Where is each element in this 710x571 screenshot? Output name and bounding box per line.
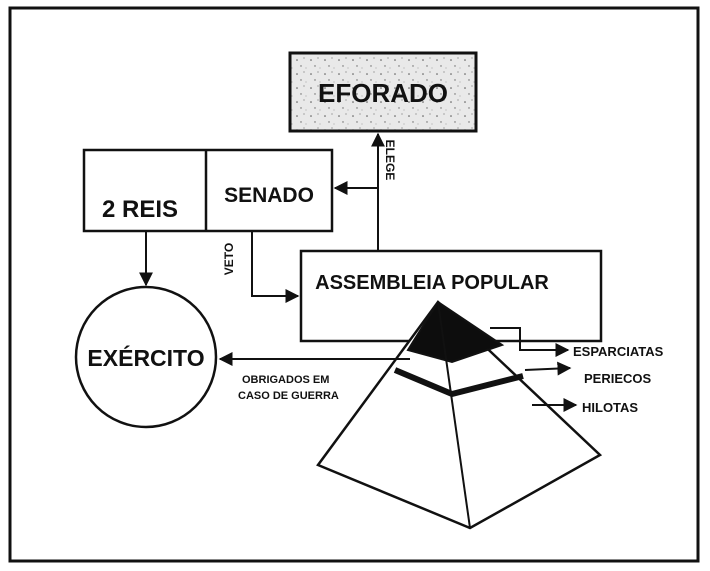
pyramid-band-periecos	[393, 367, 524, 398]
eforado-box: EFORADO	[288, 51, 478, 133]
arrow-periecos	[524, 361, 572, 376]
reis-label: 2 REIS	[102, 196, 178, 223]
esparciatas-label: ESPARCIATAS	[573, 344, 664, 359]
pyramid-front-edge	[437, 301, 471, 529]
hilotas-label: HILOTAS	[582, 400, 638, 415]
arrow-senado-veto-assembleia	[251, 231, 300, 303]
reis-senado-box: 2 REIS SENADO	[82, 148, 334, 233]
eforado-label: EFORADO	[318, 78, 448, 108]
assembleia-label: ASSEMBLEIA POPULAR	[315, 272, 549, 294]
periecos-label: PERIECOS	[584, 371, 652, 386]
exercito-label: EXÉRCITO	[87, 344, 204, 371]
pyramid-top-esparciatas	[406, 300, 505, 364]
outer-frame	[8, 6, 700, 563]
obrigados-line1: OBRIGADOS EM	[242, 374, 329, 386]
senado-label: SENADO	[224, 184, 314, 207]
arrow-esparciatas	[490, 327, 570, 357]
obrigados-line2: CASO DE GUERRA	[238, 390, 339, 402]
elege-label: ELEGE	[383, 140, 397, 181]
veto-label: VETO	[222, 243, 236, 275]
exercito-circle: EXÉRCITO	[74, 285, 218, 429]
